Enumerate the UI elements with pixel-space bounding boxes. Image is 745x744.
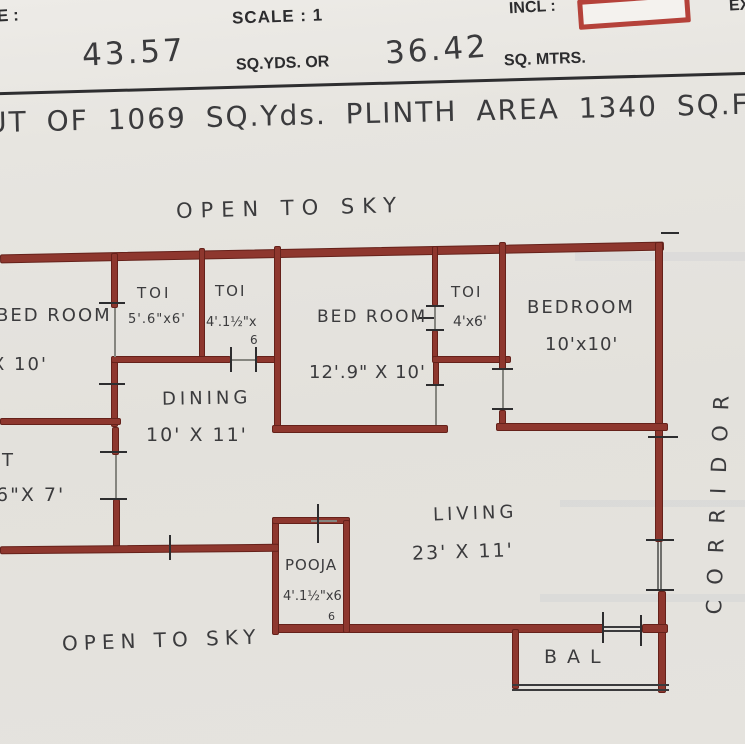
tick-mark [230,347,232,372]
toilet2-label: TOI [215,282,247,300]
wall-right-outer-lower [658,591,666,693]
balcony-label: BAL [544,646,611,668]
tick-mark [100,451,127,453]
bedroom-center-dim: 12'.9" X 10' [309,362,426,383]
wall-balcony-left [512,629,519,689]
wall-toilet3-bottom [432,356,511,363]
scale-label: SCALE : 1 [231,5,324,28]
sqyds-unit-label: SQ.YDS. OR [235,53,330,74]
wall-bedroom-left-bottom [0,418,121,425]
tick-mark [646,539,674,541]
tick-mark [646,589,674,591]
area-sqmtrs-value: 36.42 [383,28,490,72]
bedroom-right-label: BEDROOM [527,297,635,318]
tick-mark [169,535,171,560]
tick-mark [99,383,125,385]
dining-dim: 10' X 11' [146,424,248,446]
wall-bedroom-left-a [111,253,118,308]
door-toilet2 [231,359,256,361]
pooja-label: POOJA [285,556,338,574]
wall-living-bottom-b [642,624,668,633]
door-bedroom-right [502,370,504,410]
wall-dining-bedroom-divider [274,246,281,432]
bedroom-center-label: BED ROOM [317,307,428,327]
living-dim: 23' X 11' [411,539,515,565]
pooja-dim: 4'.1½"x6 [283,589,342,604]
tick-mark [426,329,444,331]
door-living-balcony [604,626,642,632]
door-living-corridor [657,542,662,591]
toilet2-dim: 4'.1½"x [206,315,257,330]
plinth-area-line: UT OF 1069 SQ.Yds. PLINTH AREA 1340 SQ.F [0,87,745,140]
door-bedroom-left [114,308,116,357]
tick-mark [648,436,678,438]
tick-mark [419,317,434,319]
toilet2-dim2: 6 [250,333,258,347]
door-bedroom-center [435,386,437,425]
area-sqyds-value: 43.57 [81,32,187,74]
toilet1-dim: 5'.6"x6' [128,312,186,327]
scan-streak [540,594,745,602]
corridor-label: CORRIDOR [702,380,735,615]
bedroom-left-label: BED ROOM [0,305,112,326]
kitchen-label-partial: T [2,450,13,471]
wall-outer-bottom-left [0,543,280,555]
sqmtrs-unit-label: SQ. MTRS. [503,49,587,70]
toilet1-label: TOI [137,284,172,302]
bedroom-left-dim: X 10' [0,354,48,375]
tick-mark [492,408,513,410]
door-kitchen [115,455,117,499]
tick-mark [602,612,604,643]
wall-toilet3-left-c [433,360,439,386]
dining-label: DINING [161,387,252,410]
wall-pooja-right [343,520,350,633]
wall-bedroom-left-b [111,357,118,427]
wall-toilet-divider [199,248,205,360]
wall-right-outer-upper [655,242,663,542]
wall-toilet3-left-a [432,246,438,306]
tick-mark [492,368,513,370]
tick-mark [640,615,642,646]
tick-mark [255,347,257,372]
wall-kitchen-right-b [113,499,120,551]
kitchen-dim-partial: 6"X 7' [0,484,66,506]
partial-left-label: E : [0,5,20,26]
tick-mark [661,232,679,234]
balcony-bottom-edge [512,684,669,691]
scan-streak [560,500,745,507]
tick-mark [99,302,125,304]
wall-bedroom-right-bottom [496,423,668,431]
incl-value-box [577,0,691,30]
tick-mark [317,504,319,543]
wall-pooja-left [272,517,279,635]
tick-mark [426,305,444,307]
wall-top-outer [0,241,665,264]
tick-mark [426,384,444,386]
wall-bedroom-center-bottom [272,425,448,433]
toilet3-label: TOI [451,283,483,301]
partial-right-label: EX [728,0,745,15]
open-to-sky-bottom-label: OPEN TO SKY [61,624,262,656]
living-label: LIVING [432,501,518,526]
wall-toilets-bottom-a [111,356,231,363]
incl-label: INCL : [508,0,557,18]
wall-living-bottom-a [272,624,604,633]
tick-mark [100,498,127,500]
bedroom-right-dim: 10'x10' [545,334,619,355]
open-to-sky-top-label: OPEN TO SKY [175,193,405,223]
door-pooja [311,520,337,522]
pooja-dim2: 6 [328,610,335,623]
door-toilet3 [434,306,436,330]
wall-bedroom-right-left-a [499,242,506,370]
wall-kitchen-right-a [112,427,119,455]
toilet3-dim: 4'x6' [453,314,487,330]
